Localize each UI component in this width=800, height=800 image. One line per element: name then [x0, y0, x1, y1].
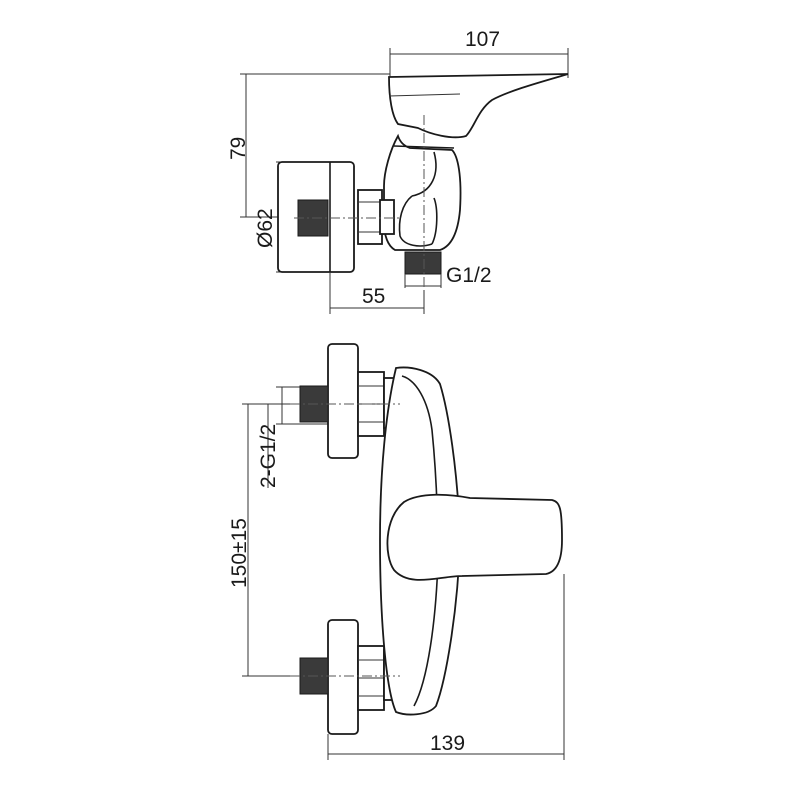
front-lever-handle — [386, 493, 563, 581]
dim-label-107: 107 — [465, 28, 500, 51]
dim-label-79: 79 — [227, 137, 250, 160]
dim-label-outlet-thread: G1/2 — [446, 264, 492, 287]
dim-label-inlet-threads: 2-G1/2 — [257, 424, 280, 488]
dim-label-55: 55 — [362, 285, 385, 308]
dim-overall-width: 139 — [327, 574, 565, 760]
dim-label-centers: 150±15 — [228, 518, 251, 588]
side-nut — [357, 189, 383, 245]
front-view: 2-G1/2 150±15 — [228, 343, 565, 760]
dim-projection: 55 — [329, 272, 425, 314]
front-upper-flange — [327, 343, 359, 459]
side-view: 107 79 Ø62 — [227, 28, 569, 314]
dim-label-139: 139 — [430, 732, 465, 755]
dim-height: 79 — [227, 73, 390, 218]
side-outlet-thread — [404, 251, 442, 275]
front-lower-flange — [327, 619, 359, 735]
dim-top-width: 107 — [389, 28, 569, 78]
dim-label-diameter: Ø62 — [254, 208, 277, 248]
side-lever-handle — [388, 73, 569, 139]
